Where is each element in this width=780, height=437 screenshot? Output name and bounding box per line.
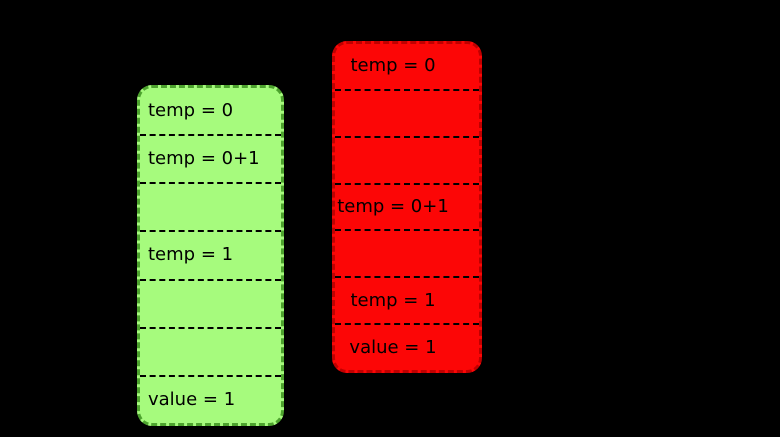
trace-row [140,278,281,327]
trace-row: temp = 0 [335,44,479,89]
green-trace-box: temp = 0 temp = 0+1 temp = 1 value = 1 [137,85,284,426]
trace-row-label: value = 1 [349,336,437,358]
trace-row [140,182,281,230]
trace-row: temp = 1 [140,230,281,278]
trace-row-label: temp = 0+1 [148,148,260,170]
trace-row [335,135,479,183]
trace-row: value = 1 [335,323,479,370]
trace-row-label: temp = 0 [350,55,436,77]
trace-row [335,88,479,136]
trace-row-label: temp = 1 [148,244,234,266]
trace-row-label: temp = 0+1 [337,196,449,217]
trace-row: temp = 1 [335,276,479,323]
trace-row: temp = 0+1 [335,182,479,230]
trace-row [140,326,281,375]
trace-row-label: temp = 1 [350,289,436,311]
trace-row-label: temp = 0 [148,100,234,122]
trace-row: temp = 0 [140,88,281,134]
red-trace-box: temp = 0 temp = 0+1 temp = 1 value = 1 [332,41,482,373]
trace-row [335,229,479,276]
trace-row-label: value = 1 [148,388,236,410]
trace-row: temp = 0+1 [140,134,281,182]
trace-row: value = 1 [140,374,281,423]
